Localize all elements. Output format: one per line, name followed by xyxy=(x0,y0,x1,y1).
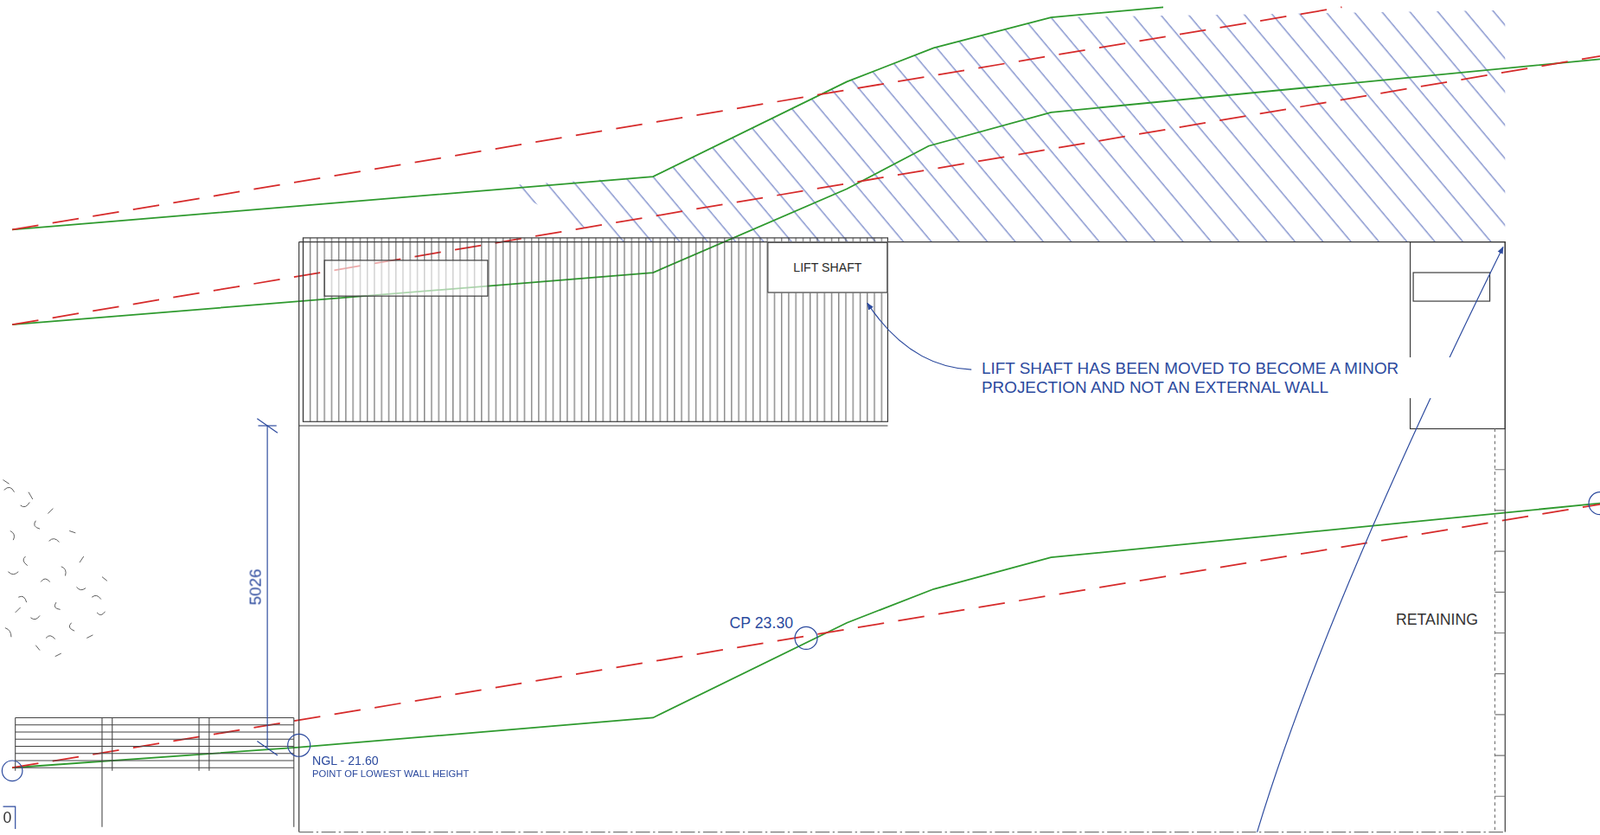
grid-reference: 0 xyxy=(3,807,13,826)
note-text: LIFT SHAFT HAS BEEN MOVED TO BECOME A MI… xyxy=(979,357,1453,399)
label-box: LIFT SHAFT xyxy=(767,242,888,294)
building-outline xyxy=(299,237,1506,832)
level-text: CP 23.30 xyxy=(727,612,795,634)
annotation-text: RETAINING xyxy=(1394,608,1481,630)
level-marker xyxy=(1,492,1600,829)
tree-symbol xyxy=(3,480,108,657)
leader-line xyxy=(867,247,1504,832)
fence xyxy=(15,716,295,826)
dimension-text: 5026 xyxy=(245,568,266,605)
note-text: POINT OF LOWEST WALL HEIGHT xyxy=(312,767,469,779)
envelope-lines xyxy=(12,6,1600,768)
box-label: LIFT SHAFT xyxy=(793,260,862,276)
level-text: NGL - 21.60 xyxy=(312,753,379,768)
